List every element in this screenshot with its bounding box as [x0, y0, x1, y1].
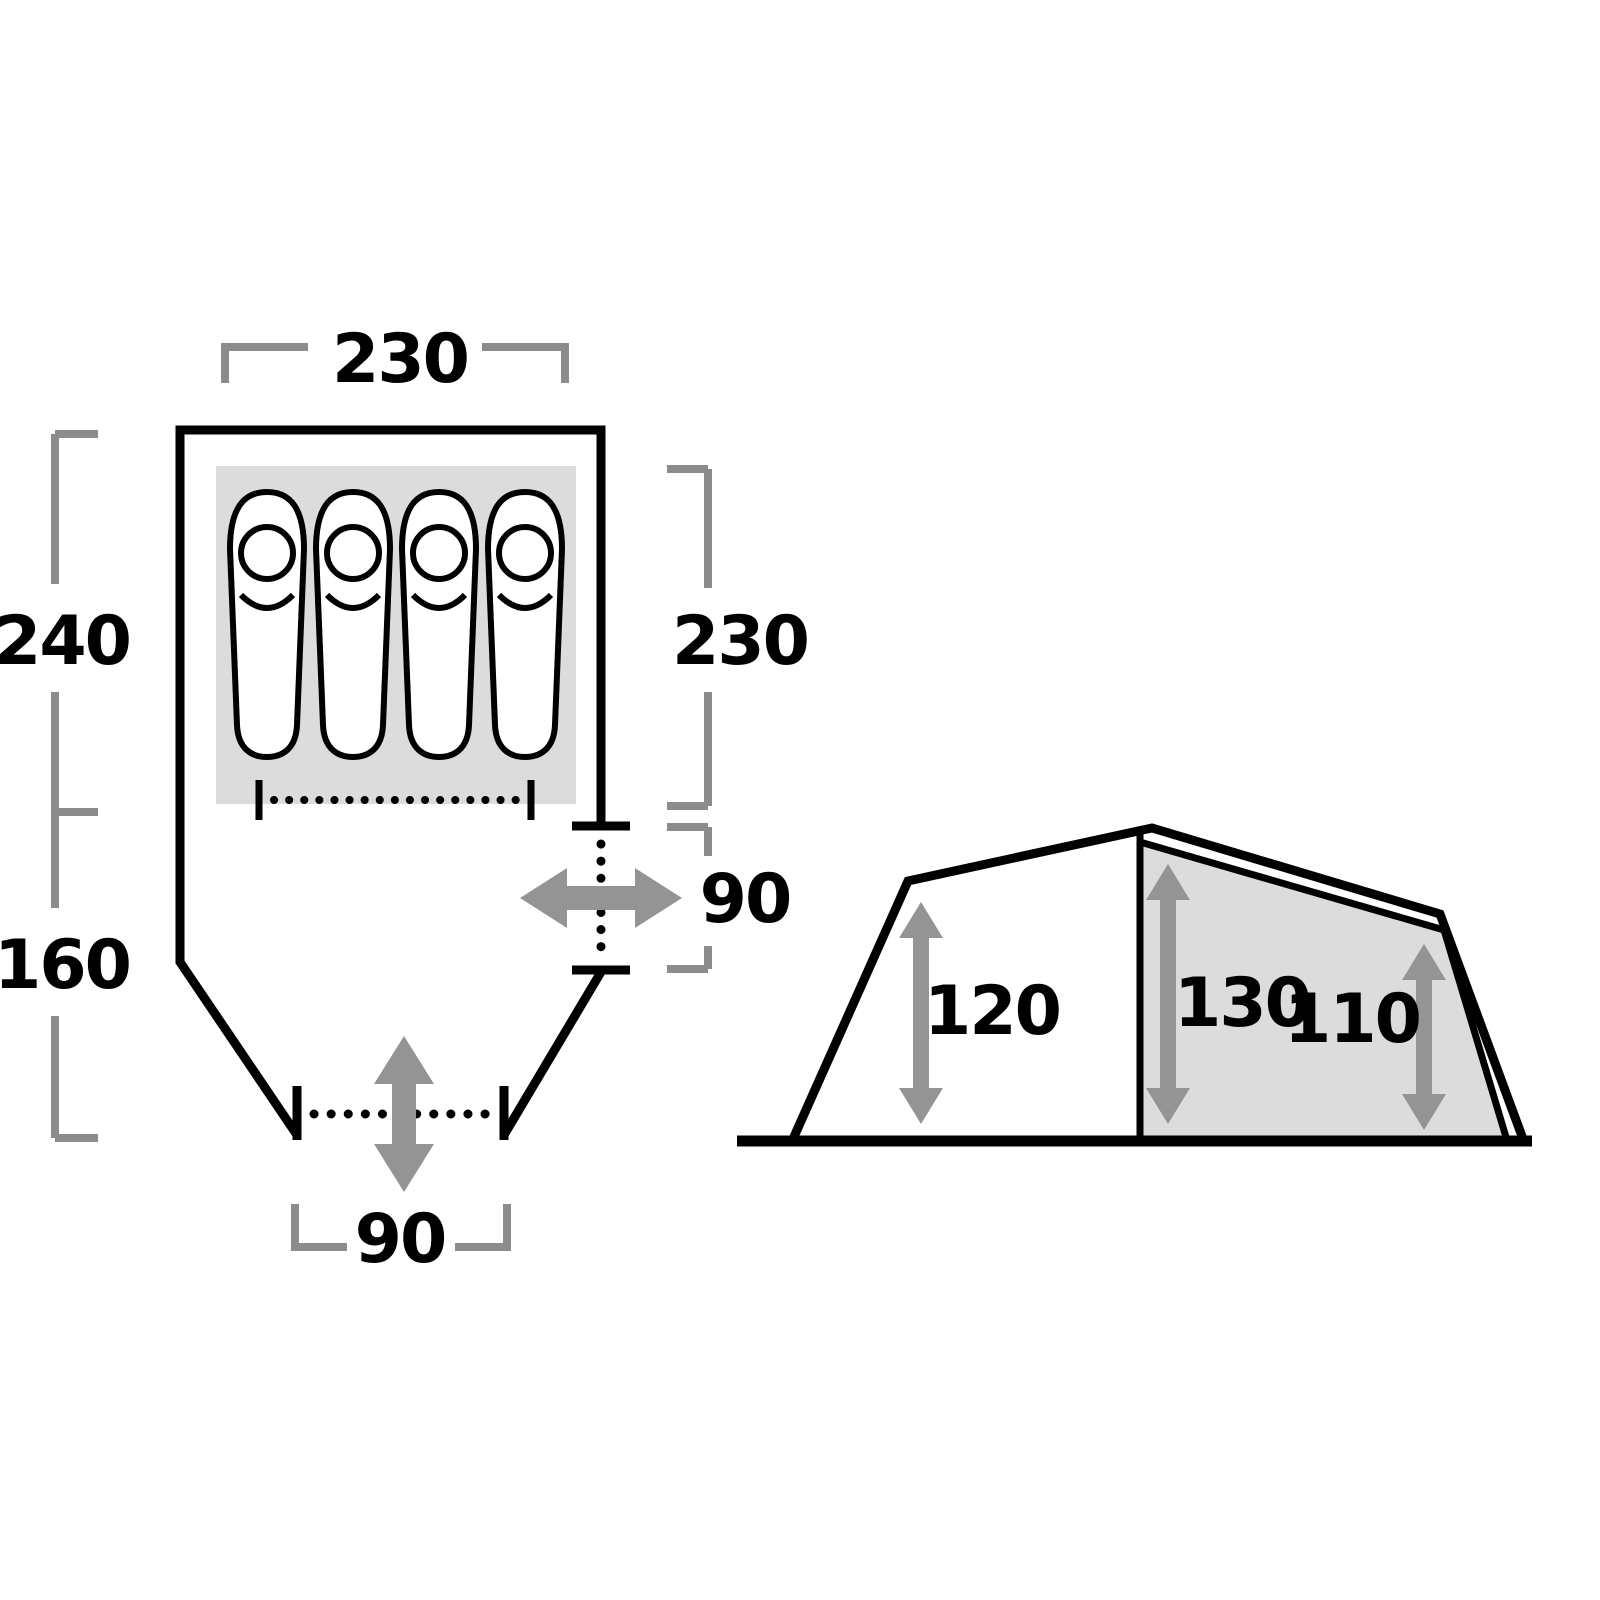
- label-front-door-width: 90: [355, 1200, 446, 1279]
- label-body-length: 240: [0, 602, 130, 681]
- label-rear-height: 110: [1284, 980, 1420, 1059]
- sleeping-bag: [402, 492, 476, 757]
- floor-plan: 230 240 160 230 90 90: [0, 320, 810, 1279]
- sleeping-bag: [488, 492, 562, 757]
- dimension-bracket: [455, 1204, 511, 1251]
- dimension-bracket: [291, 1204, 347, 1251]
- sleeping-bag: [230, 492, 304, 757]
- outer-tent-wall-right-lower: [500, 969, 605, 1138]
- inner-tent-shade: [1140, 842, 1506, 1137]
- label-inner-length: 230: [672, 602, 808, 681]
- front-door-double-arrow-icon: [374, 1036, 434, 1192]
- label-side-door-width: 90: [700, 860, 791, 939]
- label-front-height: 120: [924, 972, 1060, 1051]
- side-door-double-arrow-icon: [520, 868, 682, 928]
- label-porch-length: 160: [0, 926, 130, 1005]
- peak-height-double-arrow-icon: [1146, 864, 1190, 1124]
- rear-height-double-arrow-icon: [1402, 944, 1446, 1130]
- side-view: 120 130 110: [737, 823, 1532, 1147]
- dimension-bracket: [221, 343, 308, 383]
- sleeping-bag: [316, 492, 390, 757]
- label-inner-width: 230: [332, 320, 468, 399]
- front-height-double-arrow-icon: [899, 902, 943, 1124]
- dimension-bracket: [482, 343, 569, 383]
- label-peak-height: 130: [1174, 964, 1310, 1043]
- outer-tent-wall: [175, 425, 606, 1138]
- tent-profile: [788, 823, 1528, 1141]
